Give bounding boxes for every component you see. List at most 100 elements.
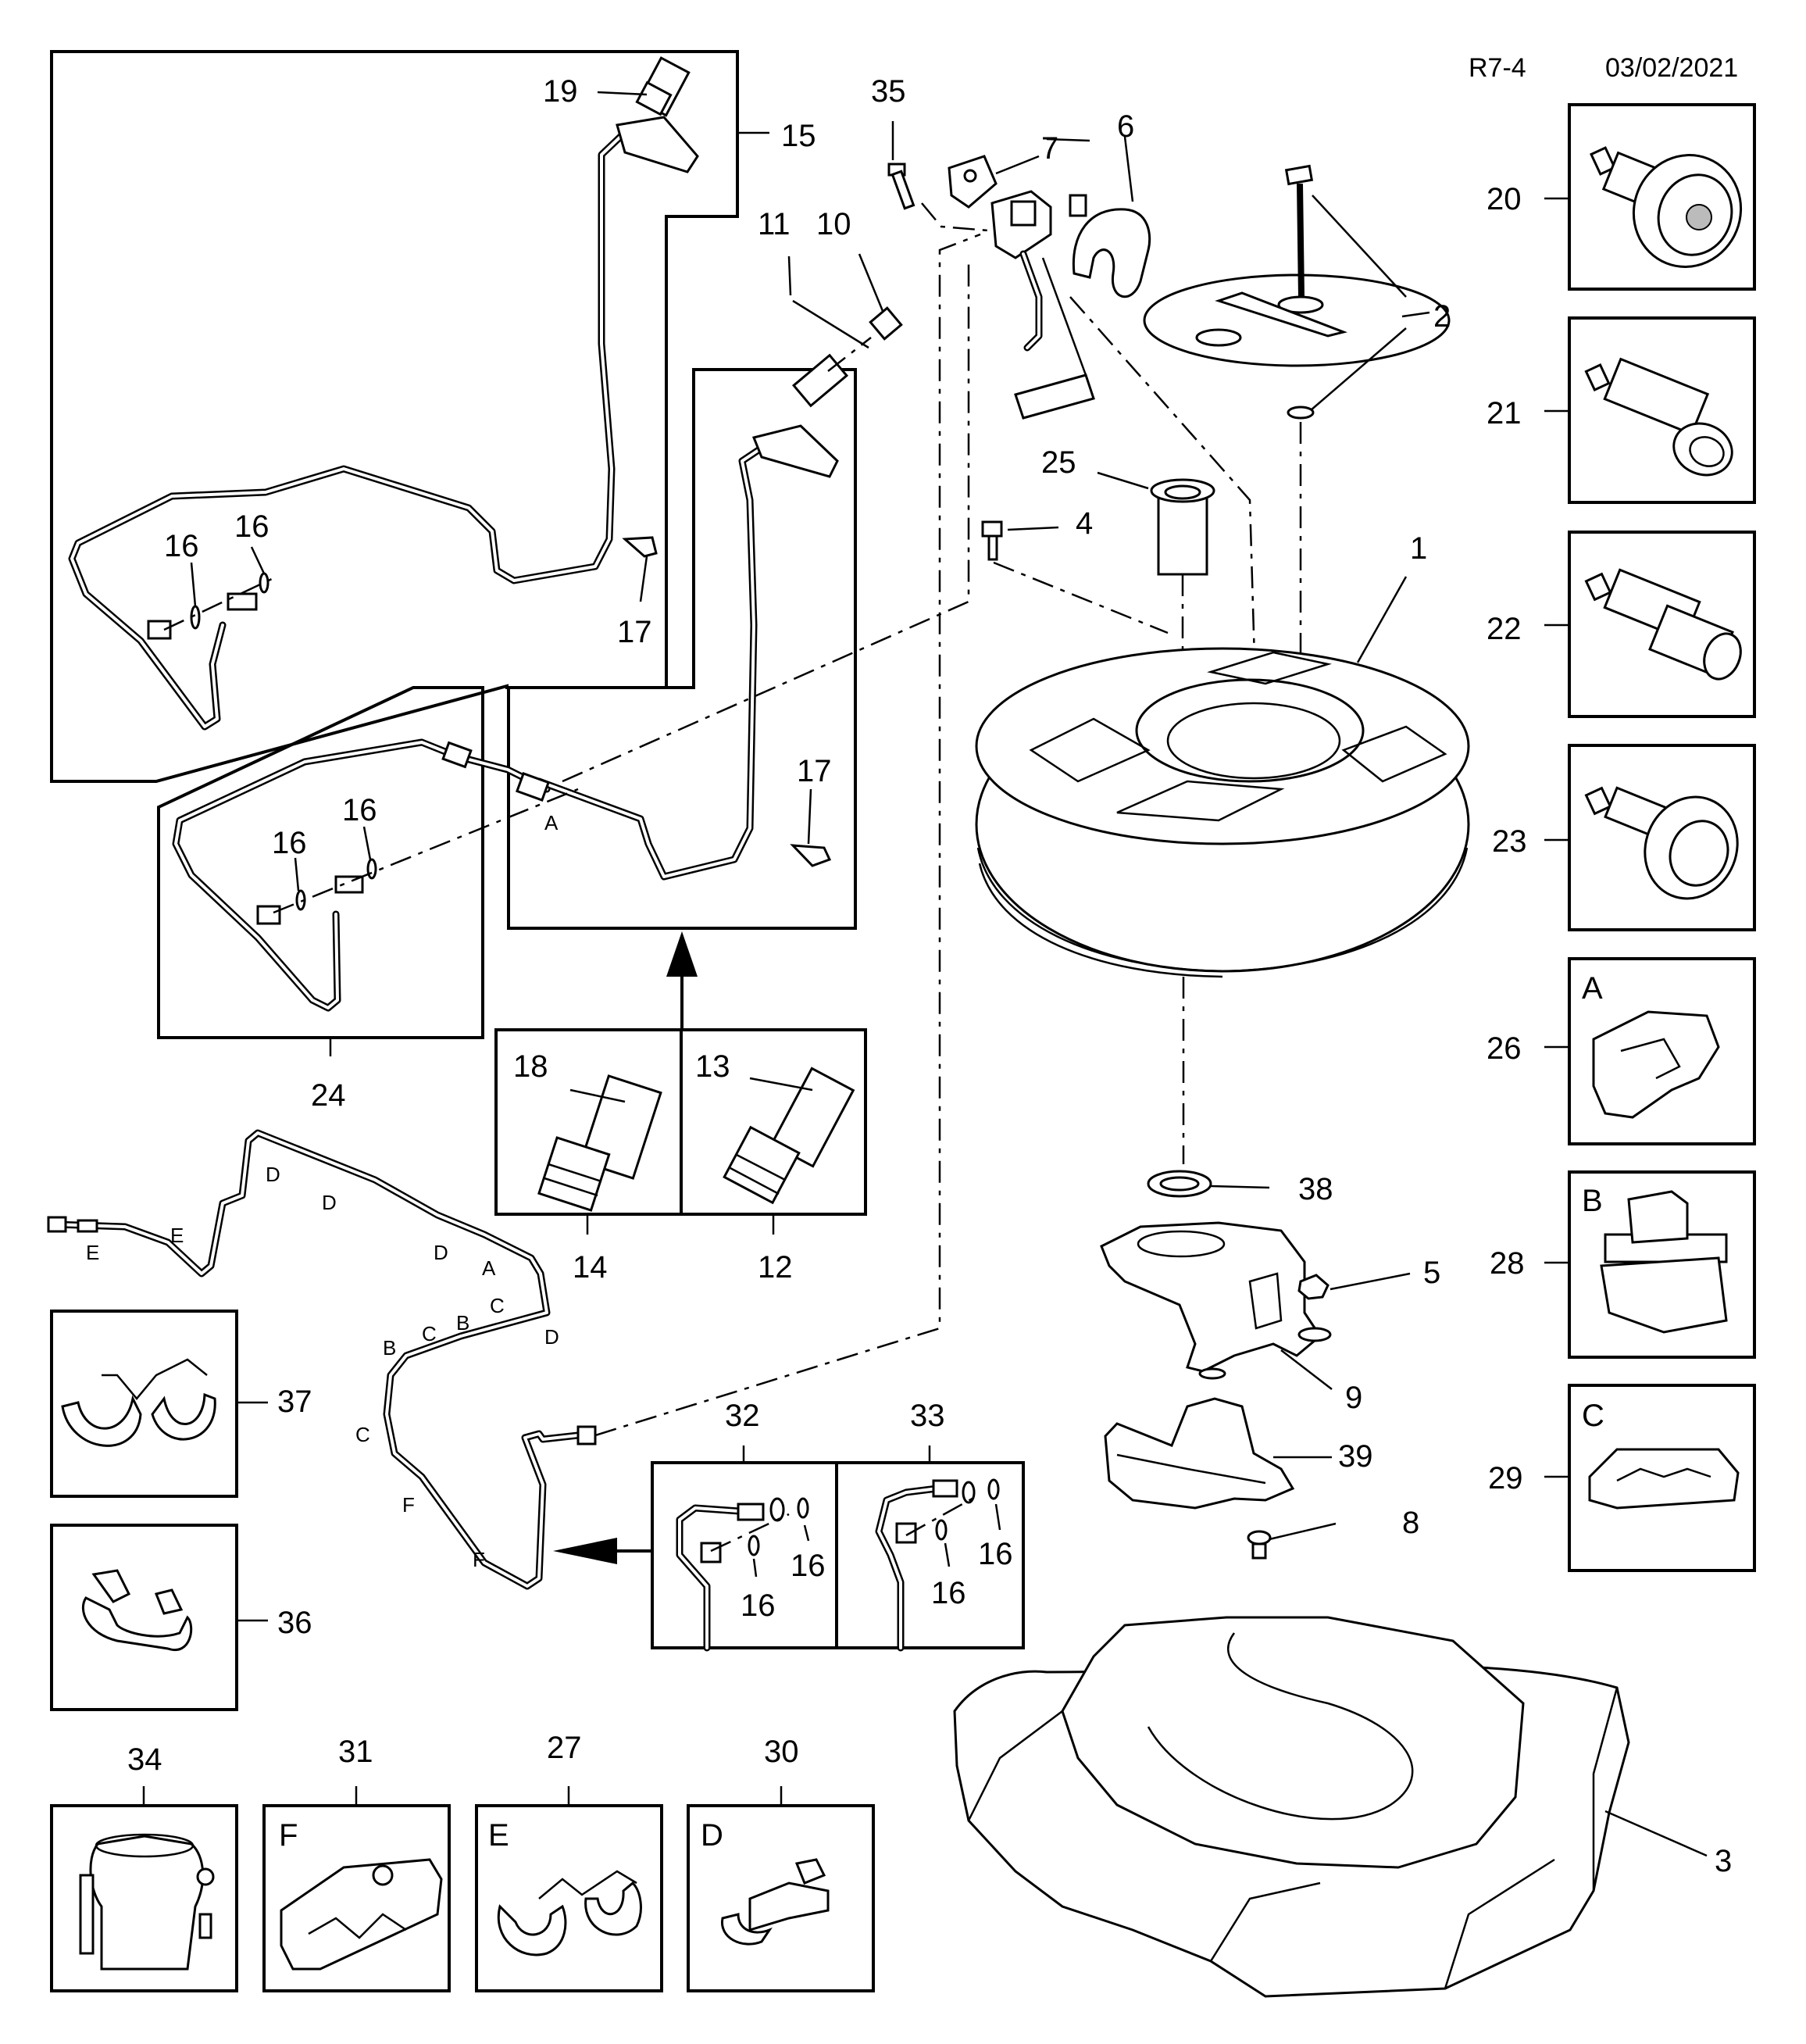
label-part-32: 32 [725, 1399, 760, 1433]
label-part-2: 2 [1433, 299, 1451, 334]
label-part-10: 10 [816, 207, 851, 241]
clip-letter-d: D [544, 1325, 559, 1349]
sensor-7 [948, 155, 998, 209]
label-part-36: 36 [277, 1606, 312, 1640]
label-part-33: 33 [910, 1399, 945, 1433]
arrow-to-frame-32-33 [553, 1538, 652, 1564]
clip-box-26-letter: A [1582, 971, 1603, 1006]
label-part-27: 27 [547, 1731, 582, 1765]
bolt-35 [887, 163, 915, 210]
clip-box-37 [50, 1310, 238, 1498]
clip-letter-d: D [434, 1241, 448, 1264]
wire-11 [792, 299, 869, 349]
bolt-4 [981, 520, 1003, 561]
clip-letter-f: F [402, 1493, 415, 1517]
label-part-12: 12 [758, 1250, 793, 1285]
label-part-38: 38 [1298, 1172, 1333, 1206]
clip-17-lower [790, 844, 832, 867]
clip-letter-b: B [456, 1311, 469, 1335]
label-part-20: 20 [1487, 182, 1522, 216]
label-part-18: 18 [513, 1049, 548, 1084]
clip-box-36 [50, 1524, 238, 1711]
clip-box-28: B [1568, 1170, 1756, 1359]
clip-letter-c: C [490, 1294, 505, 1317]
fuel-pipe-15 [68, 121, 637, 731]
clip-box-27-letter: E [488, 1818, 509, 1853]
label-part-8: 8 [1402, 1506, 1419, 1540]
clip-letter-a: A [544, 811, 559, 834]
label-part-16: 16 [978, 1537, 1013, 1571]
clip-8 [1247, 1530, 1272, 1560]
label-part-23: 23 [1492, 824, 1527, 859]
variant-box-20 [1568, 103, 1756, 291]
label-part-24: 24 [311, 1078, 346, 1113]
label-part-25: 25 [1041, 445, 1076, 480]
clip-box-31: F [262, 1804, 451, 1992]
fuel-pipe-a [535, 441, 769, 881]
part-labels: 1 2 3 4 5 6 7 8 9 10 11 12 13 14 15 16 1… [127, 74, 1732, 1878]
label-part-5: 5 [1423, 1256, 1440, 1290]
connector-10 [751, 306, 903, 478]
label-part-16: 16 [931, 1576, 966, 1610]
label-part-22: 22 [1487, 612, 1522, 646]
fuel-line-route [47, 1129, 597, 1590]
frame-pipe-a [507, 368, 857, 930]
label-part-9: 9 [1345, 1381, 1362, 1415]
label-part-3: 3 [1715, 1844, 1732, 1878]
clip-box-30: D [687, 1804, 875, 1992]
hose-end-13 [723, 1067, 855, 1205]
label-part-35: 35 [871, 74, 906, 109]
label-part-16: 16 [342, 793, 377, 827]
cover-plate-2 [1143, 273, 1451, 367]
frame-group-24 [157, 686, 484, 1039]
label-part-16: 16 [234, 509, 269, 544]
clip-letter-c: C [355, 1423, 370, 1446]
variant-box-22 [1568, 531, 1756, 718]
label-part-15: 15 [781, 119, 816, 153]
diagram-ref: R7-4 [1469, 53, 1526, 83]
diagram-date: 03/02/2021 [1605, 53, 1738, 83]
label-part-19: 19 [543, 74, 578, 109]
label-part-14: 14 [573, 1250, 608, 1285]
label-part-16: 16 [164, 529, 199, 563]
label-part-17: 17 [797, 754, 832, 788]
clip-17-upper [622, 536, 658, 558]
label-part-31: 31 [338, 1735, 373, 1769]
clip-box-31-letter: F [279, 1818, 298, 1853]
label-part-21: 21 [1487, 396, 1522, 431]
label-part-29: 29 [1488, 1461, 1523, 1495]
pipe-end-32 [676, 1497, 809, 1652]
clip-box-28-letter: B [1582, 1184, 1603, 1218]
fuel-pipe-24 [172, 738, 551, 1012]
fuel-connector-a [441, 741, 551, 802]
fuel-pump-assembly-6 [990, 190, 1151, 420]
spare-wheel-1 [975, 647, 1470, 978]
bolt-washers-16-frame24 [256, 788, 579, 925]
label-part-11: 11 [758, 207, 791, 241]
arrow-up-to-frame [666, 931, 698, 1030]
label-part-16: 16 [791, 1549, 826, 1583]
label-part-30: 30 [764, 1735, 799, 1769]
clip-letter-f: F [473, 1548, 485, 1571]
label-part-16: 16 [741, 1588, 776, 1623]
bolt-2 [1284, 164, 1314, 298]
label-part-17: 17 [617, 615, 652, 649]
bolt-washers-16-frame15 [147, 572, 274, 640]
clip-box-29-letter: C [1582, 1399, 1604, 1433]
label-part-7: 7 [1041, 131, 1058, 166]
clip-box-30-letter: D [701, 1818, 723, 1853]
label-part-39: 39 [1338, 1439, 1373, 1474]
label-part-16: 16 [272, 826, 307, 860]
label-part-28: 28 [1490, 1246, 1525, 1281]
frame-group-15 [50, 50, 739, 783]
connector-19 [616, 56, 699, 173]
label-part-4: 4 [1076, 506, 1093, 541]
clip-box-29: C [1568, 1384, 1756, 1572]
pipe-end-33 [875, 1478, 1000, 1652]
clip-letter-a: A [482, 1256, 496, 1280]
washer-2 [1287, 406, 1315, 420]
clip-box-26: A [1568, 957, 1756, 1145]
bracket-9 [1100, 1221, 1322, 1380]
gasket-38 [1147, 1170, 1212, 1198]
